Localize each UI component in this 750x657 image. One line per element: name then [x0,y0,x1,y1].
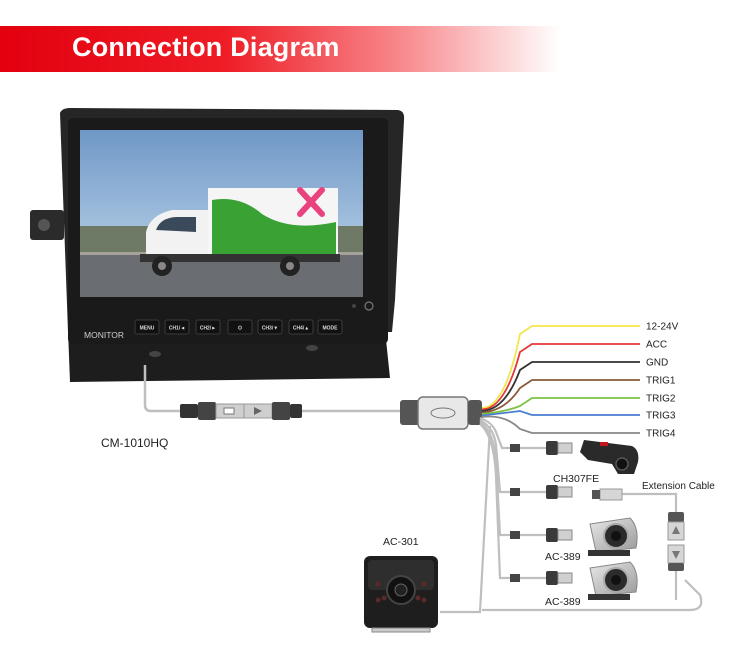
monitor-model-label: CM-1010HQ [101,436,168,450]
front-camera-ch307fe [580,440,639,474]
branch-connectors [510,441,573,585]
branch-socket-3 [546,571,558,585]
branch-socket-2 [546,528,558,542]
monitor-button-label: CH3/▼ [262,326,278,332]
title-banner: Connection Diagram [0,26,560,72]
branch-sleeve-2 [557,529,573,541]
side-camera-2-label: AC-389 [545,596,581,608]
wire-trig3 [481,410,640,417]
monitor-button-2[interactable] [195,319,221,335]
branch-socket-0 [546,441,558,455]
side-camera-2-ac389 [588,561,638,600]
monitor: MONITOR MENU CH1/◄ CH2/► ⏻ CH3/▼ CH4/▲ MODE [30,108,405,382]
wire-gnd [481,361,640,412]
extension-cable [592,488,685,571]
monitor-button-label: MENU [140,326,155,332]
monitor-button-1[interactable] [164,319,190,335]
branch-sleeve-3 [557,572,573,584]
wire-trig1 [481,379,640,414]
branch-socket-1 [546,485,558,499]
page-title: Connection Diagram [72,32,340,62]
extension-connector [180,402,302,420]
monitor-button-6[interactable] [317,319,343,335]
monitor-button-label: MODE [323,326,339,332]
front-camera-label: CH307FE [553,473,599,485]
extension-cable-label: Extension Cable [642,481,715,492]
camera-branch-cables [440,416,703,614]
monitor-button-5[interactable] [288,319,314,335]
monitor-brand-label: MONITOR [84,330,124,340]
mount-knob [38,219,50,231]
junction-box [400,396,482,430]
branch-sleeve-0 [557,442,573,454]
side-camera-1-label: AC-389 [545,551,581,563]
monitor-button-label: ⏻ [238,326,242,332]
side-camera-1-ac389 [588,517,638,556]
wire-label: TRIG1 [646,376,676,387]
monitor-button-label: CH1/◄ [169,326,185,332]
power-led-icon [364,301,374,311]
wire-acc [481,343,640,411]
wire-trig4 [481,415,640,434]
branch-plug-0 [510,444,520,452]
main-cable [143,365,400,413]
rear-camera-label: AC-301 [383,536,419,548]
monitor-button-label: CH2/► [200,326,216,332]
wire-trig2 [481,397,640,415]
wire-label: 12-24V [646,322,679,333]
wire-label: TRIG2 [646,394,676,405]
branch-sleeve-1 [557,486,573,498]
wire-label: ACC [646,340,667,351]
monitor-button-label: CH4/▲ [293,326,309,332]
wire-12-24v [481,325,640,409]
monitor-button-3[interactable] [227,319,253,335]
monitor-button-0[interactable] [134,319,160,335]
wire-label: GND [646,358,668,369]
monitor-button-4[interactable] [257,319,283,335]
branch-plug-2 [510,531,520,539]
branch-plug-1 [510,488,520,496]
rear-camera-ac301 [364,556,438,633]
branch-plug-3 [510,574,520,582]
wire-label: TRIG3 [646,411,676,422]
wire-label: TRIG4 [646,429,676,440]
truck-image [140,187,340,276]
monitor-buttons: MENU CH1/◄ CH2/► ⏻ CH3/▼ CH4/▲ MODE [134,319,343,335]
